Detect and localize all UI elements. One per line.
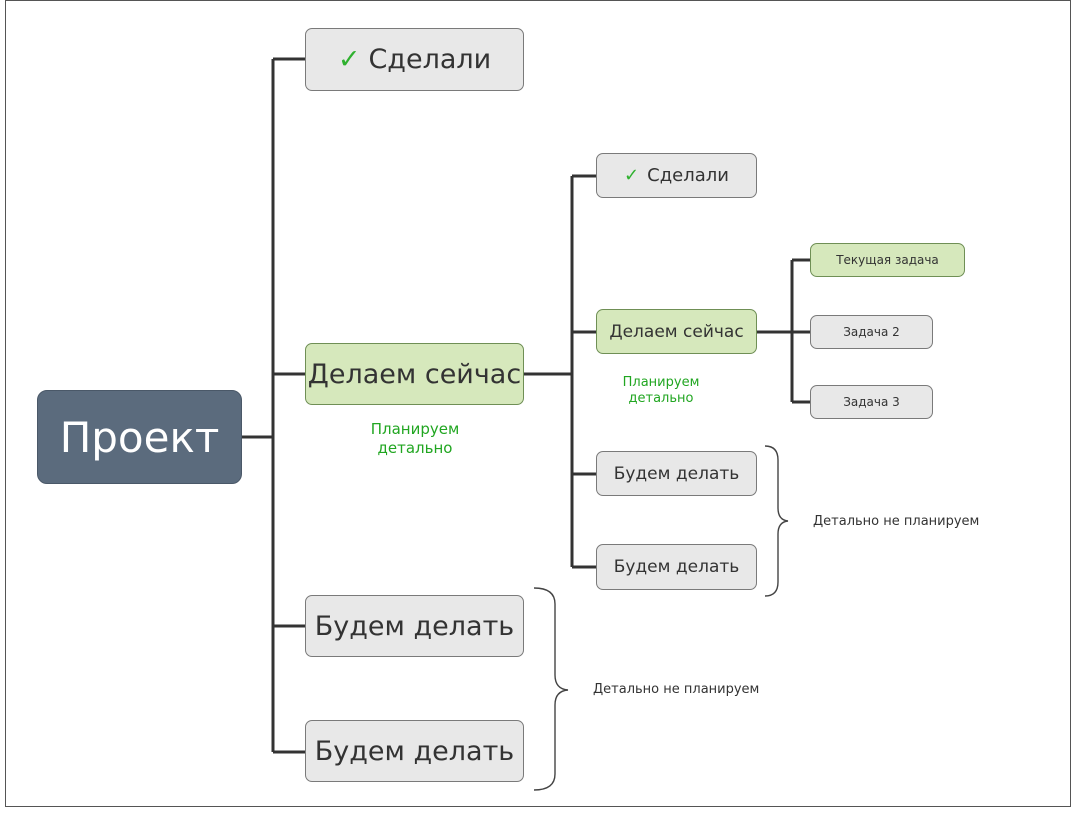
- level2-later-note: Детально не планируем: [813, 514, 980, 529]
- level2-node-later1[interactable]: Будем делать: [596, 451, 757, 496]
- level2-now-note-line1: Планируем: [622, 375, 700, 390]
- level3-node-task2[interactable]: Задача 2: [810, 315, 933, 349]
- level1-now-note: Планируем детально: [345, 420, 485, 458]
- level2-now-note-line2: детально: [628, 391, 694, 407]
- level1-node-now[interactable]: Делаем сейчас: [305, 343, 524, 405]
- level2-later1-label: Будем делать: [613, 463, 740, 484]
- level1-node-later1[interactable]: Будем делать: [305, 595, 524, 657]
- level2-node-later2[interactable]: Будем делать: [596, 544, 757, 590]
- level2-later2-label: Будем делать: [613, 557, 740, 577]
- level3-node-task3[interactable]: Задача 3: [810, 385, 933, 419]
- level2-node-now[interactable]: Делаем сейчас: [596, 309, 757, 354]
- level2-now-label: Делаем сейчас: [609, 321, 744, 342]
- level1-now-note-line2: детально: [377, 438, 453, 457]
- level3-task3-label: Задача 3: [843, 395, 900, 409]
- checkmark-icon: ✓: [337, 44, 361, 75]
- level3-node-current[interactable]: Текущая задача: [810, 243, 965, 277]
- level3-task2-label: Задача 2: [843, 325, 900, 339]
- level1-now-label: Делаем сейчас: [307, 358, 522, 390]
- level3-current-label: Текущая задача: [836, 253, 939, 267]
- level2-node-done[interactable]: ✓ Сделали: [596, 153, 757, 198]
- level1-node-done[interactable]: ✓ Сделали: [305, 28, 524, 91]
- level2-later-brace: [764, 445, 789, 597]
- root-node-project[interactable]: Проект: [37, 390, 242, 484]
- level1-later1-label: Будем делать: [314, 610, 515, 642]
- level1-node-later2[interactable]: Будем делать: [305, 720, 524, 782]
- level1-later-note: Детально не планируем: [593, 682, 760, 697]
- level1-later-brace: [533, 587, 569, 791]
- level1-later2-label: Будем делать: [314, 735, 515, 767]
- level1-done-label: Сделали: [368, 44, 492, 75]
- checkmark-icon: ✓: [624, 165, 640, 186]
- root-node-label: Проект: [59, 412, 220, 462]
- level2-done-label: Сделали: [647, 165, 729, 186]
- level2-now-note: Планируем детально: [606, 375, 716, 408]
- level1-now-note-line1: Планируем: [370, 420, 460, 438]
